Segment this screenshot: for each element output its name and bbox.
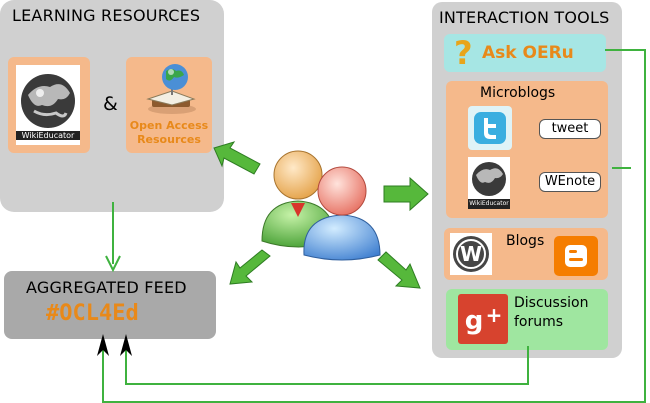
users-icon [261, 150, 381, 261]
ask-oeru-label: Ask OERu [482, 43, 574, 63]
learning-resources-panel: LEARNING RESOURCES WikiEducator & Open A… [0, 0, 224, 212]
wikieducator-small-icon[interactable]: WikiEducator [468, 157, 510, 209]
open-access-line1: Open Access [129, 119, 209, 132]
aggregated-feed-panel: AGGREGATED FEED #OCL4Ed [4, 271, 216, 339]
wenote-button[interactable]: WEnote [539, 172, 601, 192]
ampersand: & [103, 93, 118, 115]
wordpress-icon[interactable]: W [450, 233, 492, 275]
arrow-to-discussion-icon [377, 251, 421, 289]
ask-oeru-card[interactable]: ? Ask OERu [444, 34, 606, 72]
microblogs-title: Microblogs [480, 85, 556, 101]
aggregated-feed-title: AGGREGATED FEED [26, 278, 187, 297]
discussion-forums-card[interactable]: g + Discussion forums [446, 289, 608, 350]
arrow-to-aggregated-feed-icon [229, 249, 271, 285]
svg-text:W: W [460, 242, 482, 266]
blogs-card: W Blogs [444, 228, 608, 280]
arrow-to-interaction-tools-icon [383, 176, 429, 212]
hashtag-label: #OCL4Ed [46, 301, 139, 326]
discussion-line1: Discussion [514, 295, 589, 311]
tweet-button[interactable]: tweet [539, 119, 601, 139]
arrow-to-learning-resources-icon [213, 141, 261, 175]
google-plus-icon: g + [458, 294, 508, 344]
wikieducator-label: WikiEducator [16, 131, 80, 140]
wikieducator-card[interactable]: WikiEducator [8, 57, 90, 153]
microblogs-card: Microblogs tweet WikiEducator WEnote [446, 81, 608, 218]
discussion-line2: forums [514, 314, 564, 330]
twitter-icon[interactable] [468, 106, 512, 150]
blogger-icon[interactable] [554, 236, 598, 276]
learning-resources-title: LEARNING RESOURCES [12, 6, 201, 25]
open-access-resources-card[interactable]: Open Access Resources [126, 57, 212, 153]
interaction-tools-panel: INTERACTION TOOLS ? Ask OERu Microblogs … [432, 2, 622, 358]
open-access-line2: Resources [137, 133, 201, 146]
wikieducator-logo-icon: WikiEducator [16, 65, 80, 145]
svg-text:g: g [465, 306, 484, 336]
svg-text:+: + [486, 303, 503, 327]
question-mark-icon: ? [454, 34, 473, 72]
blogs-title: Blogs [506, 233, 545, 249]
wikieducator-small-label: WikiEducator [469, 200, 509, 207]
globe-books-icon [146, 64, 196, 114]
interaction-tools-title: INTERACTION TOOLS [439, 8, 610, 27]
